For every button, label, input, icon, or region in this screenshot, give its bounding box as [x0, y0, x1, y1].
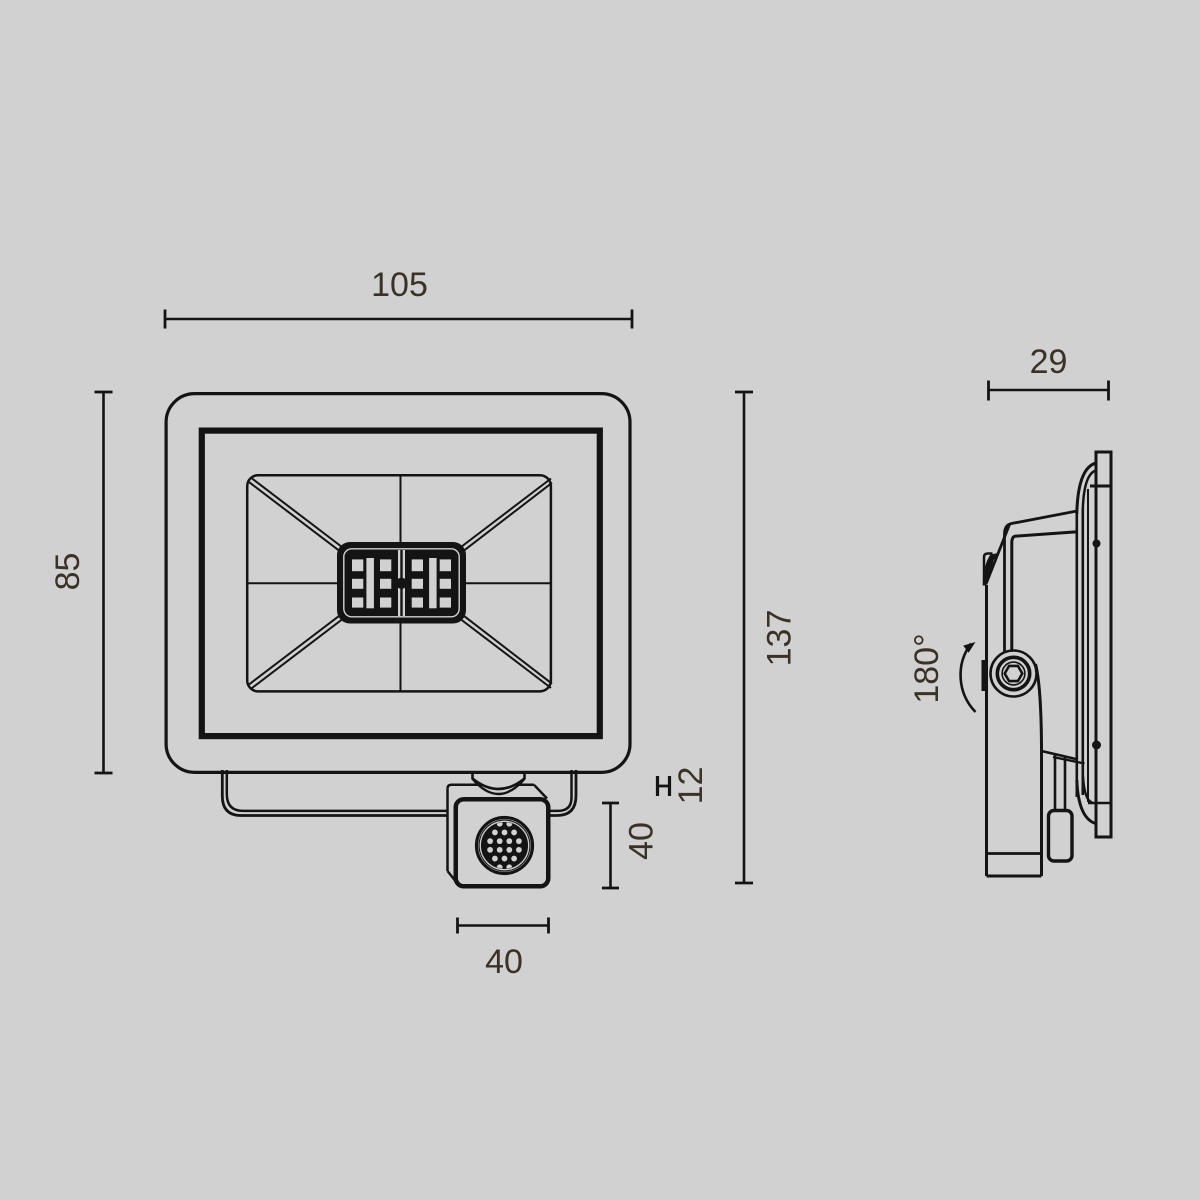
- svg-text:29: 29: [1030, 343, 1068, 381]
- svg-text:137: 137: [761, 610, 799, 667]
- svg-text:105: 105: [371, 266, 428, 304]
- svg-text:40: 40: [485, 943, 523, 981]
- svg-text:12: 12: [672, 767, 710, 805]
- svg-text:180°: 180°: [908, 633, 946, 703]
- svg-text:85: 85: [49, 553, 87, 591]
- svg-text:40: 40: [623, 822, 661, 860]
